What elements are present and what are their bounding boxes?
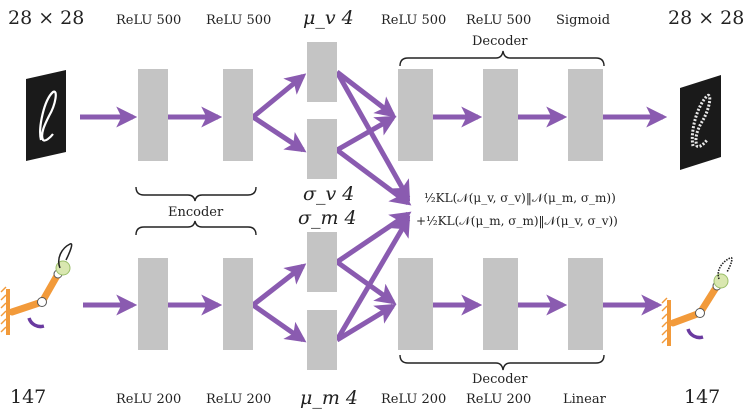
robot-arm-output-icon xyxy=(661,256,733,346)
decoder-layer-2-bottom xyxy=(483,258,518,350)
encoder-layer-1-bottom xyxy=(138,258,168,350)
top-enc2-label: ReLU 500 xyxy=(206,13,272,28)
reconstructed-digit-output-icon xyxy=(680,75,721,170)
top-decoder-label: Decoder xyxy=(472,34,528,49)
sigma-v-label: σ_v 4 xyxy=(303,183,355,205)
encoder-layer-1-top xyxy=(138,69,168,161)
mu-v-label: μ_v 4 xyxy=(303,7,354,29)
decoder-layer-3-top xyxy=(568,69,603,161)
arrow-enc2-to-sigma-m xyxy=(251,263,307,307)
arrow-sigma-v-to-dec-top xyxy=(335,115,397,153)
encoder-brace-bottom xyxy=(135,186,257,202)
arrow-mu-v-to-kl xyxy=(334,70,411,202)
mu-m-layer xyxy=(307,310,337,370)
top-input-dim-label: 28 × 28 xyxy=(8,7,85,29)
arrow-enc2-to-sigma-v xyxy=(251,114,307,153)
bottom-enc1-label: ReLU 200 xyxy=(116,392,182,407)
decoder-layer-2-top xyxy=(483,69,518,161)
bottom-output-dim-label: 147 xyxy=(684,386,721,408)
mu-v-layer xyxy=(307,42,337,102)
bottom-dec2-label: ReLU 200 xyxy=(466,392,532,407)
kl-divergence-term-1: ½KL(𝒩(μ_v, σ_v)‖𝒩(μ_m, σ_m)) xyxy=(424,191,616,205)
encoder-layer-2-bottom xyxy=(223,258,253,350)
encoder-brace-top xyxy=(135,220,257,236)
handwritten-digit-input-icon xyxy=(26,70,66,161)
top-output-dim-label: 28 × 28 xyxy=(668,7,745,29)
bottom-dec3-label: Linear xyxy=(563,392,606,407)
decoder-layer-1-top xyxy=(398,69,433,161)
arrow-mu-m-to-kl xyxy=(334,215,411,342)
robot-arm-input-icon xyxy=(0,243,73,335)
encoder-label: Encoder xyxy=(168,205,224,220)
sigma-m-label: σ_m 4 xyxy=(298,207,357,229)
decoder-brace-bottom xyxy=(399,354,605,371)
mu-m-label: μ_m 4 xyxy=(300,387,358,409)
arrow-mu-m-to-dec-bottom xyxy=(335,303,397,343)
decoder-layer-1-bottom xyxy=(398,258,433,350)
bottom-enc2-label: ReLU 200 xyxy=(206,392,272,407)
arrow-mu-v-to-dec-top xyxy=(335,70,397,118)
sigma-v-layer xyxy=(307,119,337,179)
arrow-enc2-to-mu-m xyxy=(251,302,307,343)
bottom-input-dim-label: 147 xyxy=(10,386,47,408)
arrow-sigma-v-to-kl xyxy=(335,147,412,206)
decoder-brace-top xyxy=(399,50,605,67)
decoder-layer-3-bottom xyxy=(568,258,603,350)
encoder-layer-2-top xyxy=(223,69,253,161)
arrow-sigma-m-to-dec-bottom xyxy=(335,259,397,305)
top-dec3-label: Sigmoid xyxy=(556,13,611,28)
bottom-dec1-label: ReLU 200 xyxy=(381,392,447,407)
sigma-m-layer xyxy=(307,232,337,292)
bottom-decoder-label: Decoder xyxy=(472,372,528,387)
top-dec2-label: ReLU 500 xyxy=(466,13,532,28)
top-enc1-label: ReLU 500 xyxy=(116,13,182,28)
kl-divergence-term-2: +½KL(𝒩(μ_m, σ_m)‖𝒩(μ_v, σ_v)) xyxy=(416,214,618,228)
arrow-enc2-to-mu-v xyxy=(251,73,307,119)
top-dec1-label: ReLU 500 xyxy=(381,13,447,28)
connection-arrows xyxy=(80,70,668,343)
